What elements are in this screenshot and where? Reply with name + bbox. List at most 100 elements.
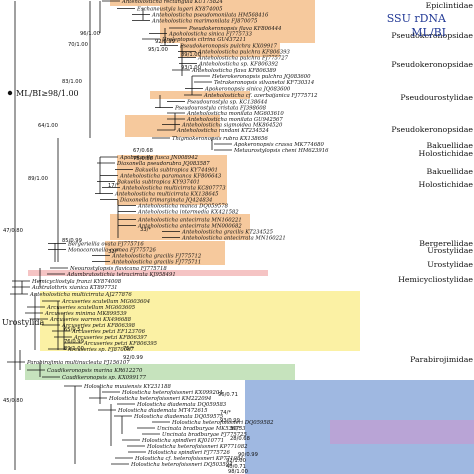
support-value: 89/1.00	[28, 176, 48, 182]
taxon-label: Holosticha diademata DQ059575	[133, 414, 224, 420]
taxon-label: Arcuseries warreni KX496688	[49, 317, 132, 323]
band-bakuellidae	[117, 155, 227, 205]
support-value: 93/0.99	[220, 418, 240, 424]
support-value: 64/1.00	[38, 123, 58, 129]
support-value: 89/1.00	[64, 346, 84, 352]
band-bergerellidae	[105, 241, 225, 265]
support-value: 76/0.99	[64, 339, 84, 345]
taxon-label: Tetrakeronopsis silvanetoi KF730314	[214, 80, 314, 86]
taxon-label: Anteholosticha monilata GU942567	[186, 117, 283, 123]
order-label: Urostylida	[2, 318, 44, 327]
support-value: 32/*	[108, 249, 119, 255]
family-label: Pseudokeronopsidae	[391, 60, 473, 69]
band-pseudokeronopsidae-c	[125, 115, 220, 137]
taxon-label: Arcuseries scutellum MG603604	[61, 299, 150, 305]
support-value: 93/1.00	[181, 65, 201, 71]
taxon-label: Anteholosticha gracilis KT234525	[181, 230, 274, 236]
taxon-label: Anteholosticha pseudomonilata HM568416	[151, 13, 269, 19]
band-caudikeronopsis	[25, 364, 295, 380]
support-value: 95/1.00	[148, 47, 168, 53]
taxon-label: Anteholosticha manca DQ059578	[137, 204, 229, 210]
taxon-label: Anteholosticha flava KF806389	[191, 68, 277, 74]
taxon-label: Anteholosticha pulchra FJ775727	[197, 56, 289, 62]
family-label: Pseudokeronopsidae	[391, 125, 473, 134]
taxon-label: Uroleptopsis citrina GU437211	[162, 37, 246, 43]
taxon-label: Anteholosticha monilata MG603610	[186, 111, 284, 117]
support-value: 75/*	[123, 346, 134, 352]
support-value: 74/*	[220, 410, 231, 416]
taxon-label: Bakuella subtropica KY937401	[116, 180, 200, 186]
taxon-label: Anteholosticha marimonilata FJ870075	[151, 19, 258, 25]
taxon-label: Caudikeronopsis sp. KX099177	[62, 375, 147, 381]
taxon-label: Arcuseries petzi EF123706	[71, 329, 146, 335]
taxon-label: Arcuseries sp. FJ870067	[67, 347, 134, 353]
family-label: Holostichidae	[419, 180, 474, 189]
taxon-label: Parabirojimia multinucleata FJ156107	[26, 360, 130, 366]
family-label: Bakuellidae	[427, 167, 474, 176]
taxon-label: Holosticha spindleri KJ010771	[141, 438, 224, 444]
band-urostylidae	[28, 270, 268, 276]
taxon-label: Anteholosticha randani KT234524	[176, 128, 269, 134]
taxon-label: Holosticha spindleri FJ775726	[147, 450, 230, 456]
taxon-label: Anteholosticha antecirrata MN000682	[137, 224, 242, 230]
family-label: Hemicycliostylidae	[398, 275, 473, 284]
taxon-label: Anteholosticha gracilis FJ775711	[111, 260, 201, 266]
taxon-label: Adumbratostichia tetracirrata KJ958491	[66, 272, 176, 278]
taxon-label: Anteholosticha multicirrata KX138645	[114, 192, 219, 198]
taxon-label: Holosticha diademata MT472615	[117, 408, 208, 414]
taxon-label: Anteholosticha paramanca KF806643	[119, 174, 222, 180]
taxon-label: Pseudokeronopsis pulchra KX09917	[179, 44, 278, 50]
taxon-label: Diaxonella trimarginata JQ424834	[119, 198, 212, 204]
family-label: Bakuellidae	[427, 141, 474, 150]
support-value: 65/0.57	[64, 327, 84, 333]
taxon-label: Anteholosticha pulchra KF806393	[197, 50, 290, 56]
taxon-label: Arcuseries petzi KF806395	[83, 341, 158, 347]
taxon-label: Apoholosticha sinica FJ775733	[168, 32, 253, 38]
family-label: Epiclintidae	[426, 1, 474, 10]
taxon-label: Bergeriellia ovata FJ775716	[67, 242, 144, 248]
taxon-label: Holosticha heterofoissneri DQ503594	[130, 462, 233, 468]
taxon-label: Caudikeronopsis marina KR612270	[47, 368, 143, 374]
family-label: Parabirojimidae	[410, 355, 473, 364]
taxon-label: Uncinata bradburyae FJ775725	[162, 432, 247, 438]
band-arcuseries	[40, 291, 360, 351]
family-label: Urostylidae	[427, 260, 473, 269]
support-value: 47/0.80	[3, 228, 23, 234]
band-epiclintidae	[110, 0, 315, 6]
taxon-label: Pseudourostyla sp. KC138644	[186, 100, 267, 106]
tree-subtitle: ML/BI	[411, 26, 446, 39]
support-value: 90/0.99	[238, 452, 258, 458]
taxon-label: Anteholosticha multicirrata AJ277876	[29, 292, 132, 298]
taxon-label: Anteholosticha gracilis FJ775712	[111, 254, 202, 260]
taxon-label: Apokeronopsis crassa MK774680	[233, 142, 324, 148]
taxon-label: Arcuseries scutellum MG603605	[46, 305, 136, 311]
support-value: 89/1.00	[181, 52, 201, 58]
band-pseudokeronopsidae-b	[180, 25, 280, 57]
taxon-label: Australothrix xianica KT897731	[31, 285, 118, 291]
family-label: Urostylidae	[427, 246, 473, 255]
taxon-label: Heterokeronopsis pulchra JQ083600	[211, 74, 311, 80]
support-value: 30/*	[230, 426, 241, 432]
taxon-label: Anteholosticha sp. KF806392	[198, 62, 279, 68]
taxon-label: Monocoronella carnea FJ775726	[67, 248, 157, 254]
taxon-label: Bakuella subtropica KY744901	[134, 168, 218, 174]
support-value: 75/0.88	[133, 156, 153, 162]
support-value: 92/0.99	[123, 355, 143, 361]
taxon-label: Eschaneustyla lugeri KY874005	[136, 7, 223, 13]
legend-label: ML/BI≥98/1.00	[16, 89, 79, 98]
family-label: Bergerellidae	[419, 239, 473, 248]
taxon-label: Holosticha heterofoissneri DQ059582	[171, 420, 274, 426]
taxon-label: Holosticha muuiensis KY231188	[83, 384, 172, 390]
taxon-label: Arcuseries petzi KF806398	[61, 323, 136, 329]
taxon-label: Holosticha cf. heterofoissneri KP771081	[134, 456, 244, 462]
band-uncinata	[330, 420, 474, 444]
support-value: 40/0.71	[226, 464, 246, 470]
family-label: Pseudokeronopsidae	[391, 31, 473, 40]
support-value: 96/1.00	[80, 31, 100, 37]
support-value: 83/1.00	[62, 79, 82, 85]
taxon-label: Hemicycliostyla franzi KY874008	[31, 279, 122, 285]
taxon-label: Anteholosticha antecirrata MN160221	[137, 218, 242, 224]
taxon-label: Apobakuella fusca JN008942	[119, 155, 198, 161]
